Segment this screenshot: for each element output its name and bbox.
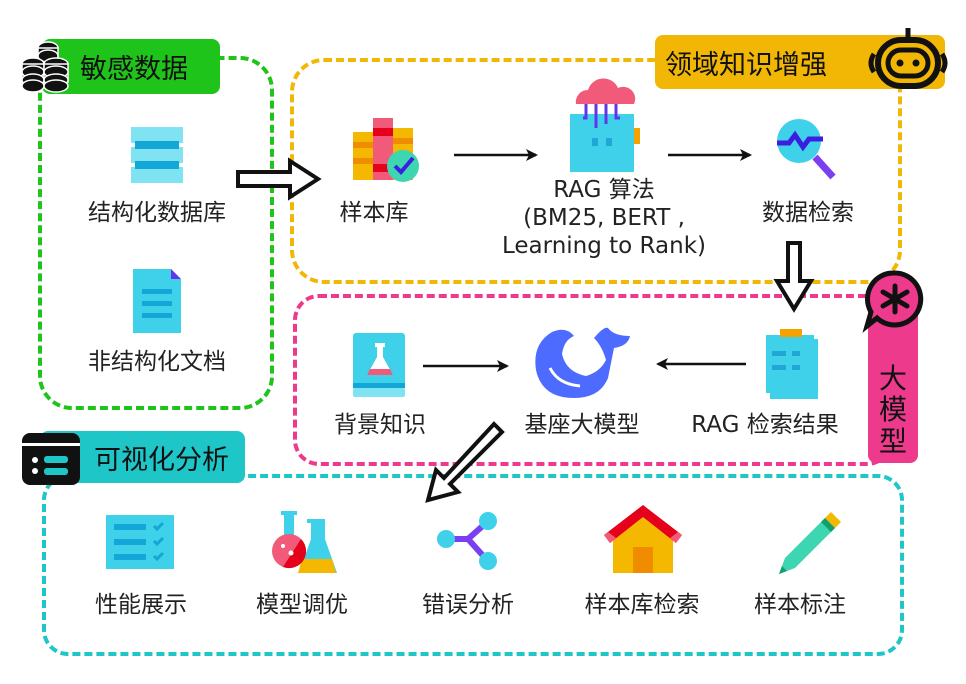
whale-icon <box>535 327 630 398</box>
hollow-arrow-diagonal <box>425 421 505 503</box>
pencil-icon <box>779 512 841 574</box>
dashboard-list-icon <box>22 433 80 485</box>
data-retrieval-label: 数据检索 <box>762 200 854 226</box>
visual-analysis-title: 可视化分析 <box>94 444 229 476</box>
sample-library-label: 样本库 <box>339 200 409 226</box>
database-icon <box>131 127 183 183</box>
rag-algorithm-line: (BM25, BERT , <box>523 205 685 232</box>
robot-icon <box>868 28 948 89</box>
database-label: 结构化数据库 <box>88 200 226 226</box>
checklist-icon <box>106 515 174 569</box>
domain-knowledge-title: 领域知识增强 <box>665 49 827 81</box>
sample-annotation-label: 样本标注 <box>754 592 846 618</box>
rag-algorithm-line: Learning to Rank) <box>501 233 707 260</box>
large-model-title-char: 模 <box>878 393 907 427</box>
sample-search-label: 样本库检索 <box>584 592 700 618</box>
document-label: 非结构化文档 <box>88 349 226 375</box>
house-icon <box>604 505 682 573</box>
background-knowledge-label: 背景知识 <box>334 412 426 438</box>
flasks-icon <box>272 511 337 573</box>
cloud-server-icon <box>570 78 640 172</box>
flask-book-icon <box>353 333 405 397</box>
sensitive-data-badge: 敏感数据 <box>42 39 220 94</box>
performance-label: 性能展示 <box>95 592 187 618</box>
hollow-arrow-right <box>236 157 322 201</box>
asterisk-chat-icon <box>862 270 924 333</box>
large-model-title-char: 大 <box>878 361 907 395</box>
coin-stack-icon <box>21 41 69 93</box>
hollow-arrow-down <box>773 241 815 313</box>
chart-search-icon <box>777 119 836 180</box>
base-model-label: 基座大模型 <box>524 412 640 438</box>
visual-analysis-group <box>42 474 904 656</box>
share-nodes-icon <box>437 512 497 570</box>
document-icon <box>133 269 181 333</box>
rag-algorithm-label: RAG 算法 (BM25, BERT , Learning to Rank) <box>502 176 706 260</box>
clipboard-icon <box>766 329 818 399</box>
model-tuning-label: 模型调优 <box>256 592 348 618</box>
rag-algorithm-line: RAG 算法 <box>553 177 655 203</box>
error-analysis-label: 错误分析 <box>422 592 514 618</box>
sensitive-data-title: 敏感数据 <box>80 54 188 85</box>
rag-result-label: RAG 检索结果 <box>691 412 839 438</box>
large-model-title-char: 型 <box>878 424 907 458</box>
books-check-icon <box>353 118 419 182</box>
